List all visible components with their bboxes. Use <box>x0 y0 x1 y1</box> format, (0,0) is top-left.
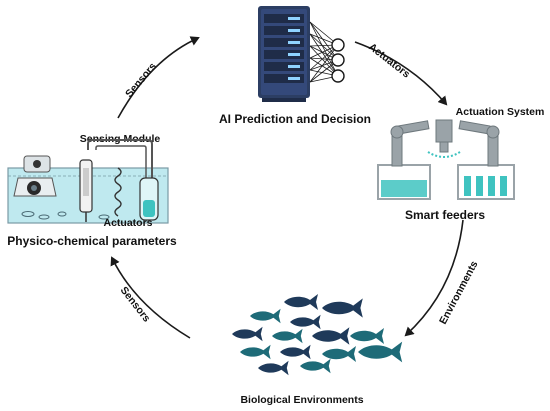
neural-network-icon <box>309 21 345 83</box>
camera-icon <box>13 155 57 197</box>
fish <box>240 344 271 360</box>
fish <box>272 328 303 344</box>
physico-title: Physico-chemical parameters <box>7 234 177 248</box>
fish <box>300 358 331 374</box>
fish <box>284 294 318 310</box>
ai-node: AI Prediction and Decision <box>219 6 371 126</box>
sensor-probe-icon <box>79 159 93 222</box>
fish <box>312 327 350 345</box>
actuation-title: Actuation System <box>456 106 545 118</box>
ai-node-title: AI Prediction and Decision <box>219 112 371 126</box>
arrow-top-right <box>354 41 448 106</box>
fish <box>350 328 384 344</box>
edge-label-bottom-right: Environments <box>437 259 481 327</box>
fish <box>250 308 281 324</box>
arrow-top-left <box>117 36 200 119</box>
temperature-coil <box>114 167 122 217</box>
fish <box>232 326 263 342</box>
fish-school-icon <box>232 294 403 376</box>
actuation-node: Actuation System <box>377 106 545 222</box>
edge-label-top-right: Actuators <box>366 41 412 81</box>
physico-node: Sensing Module <box>7 133 177 248</box>
arrow-bottom-left <box>110 256 191 339</box>
fish <box>322 298 363 318</box>
arrow-bottom-right <box>404 219 464 337</box>
test-tube-icon <box>139 177 159 221</box>
fish <box>258 360 289 376</box>
fish <box>322 346 356 362</box>
cycle-arrows <box>110 36 464 339</box>
biological-caption: Biological Environments <box>240 394 363 406</box>
fish <box>290 314 321 330</box>
edge-label-top-left: Sensors <box>123 60 159 100</box>
actuators-label: Actuators <box>103 217 152 229</box>
edge-label-bottom-left: Sensors <box>118 284 153 324</box>
fish <box>358 341 403 363</box>
fish <box>280 344 311 360</box>
actuation-caption: Smart feeders <box>405 208 485 222</box>
biological-node: Biological Environments <box>232 294 403 406</box>
robot-arms-icon <box>377 119 515 200</box>
server-rack-icon <box>258 6 310 102</box>
